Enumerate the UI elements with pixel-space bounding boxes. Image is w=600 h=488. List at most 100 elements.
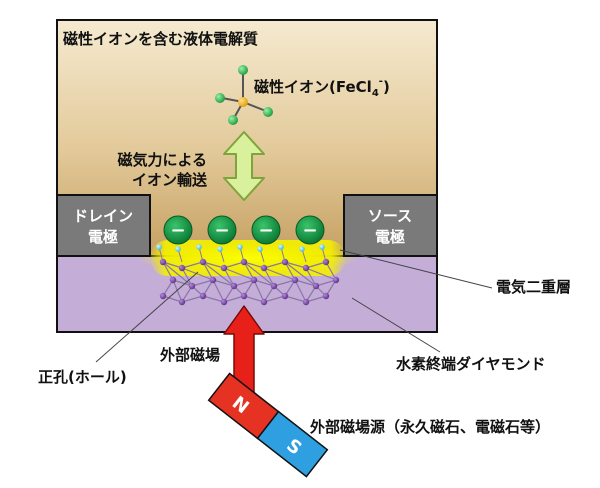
lattice-bond (223, 267, 255, 281)
ion-circle (295, 215, 325, 245)
source-label-line2: 電極 (375, 228, 405, 246)
lattice-bond (212, 279, 225, 303)
lattice-bond (253, 279, 265, 303)
drain-label-line2: 電極 (88, 228, 118, 246)
lattice-bond (243, 295, 265, 303)
hydrogen-atom (278, 244, 284, 250)
carbon-atom (178, 264, 186, 272)
carbon-atom (302, 264, 310, 272)
lattice-bond (162, 261, 183, 269)
transport-arrow-icon (223, 131, 265, 201)
magnet-source-label: 外部磁場源（永久磁石、電磁石等） (309, 418, 550, 436)
carbon-atom (178, 298, 186, 306)
carbon-atom (209, 276, 217, 284)
ion-circle (251, 215, 281, 245)
lattice-bond (263, 295, 286, 303)
double-layer-label: 電気二重層 (496, 278, 571, 296)
hydrogen-atom (156, 244, 162, 250)
hydrogen-atom (257, 246, 263, 252)
lattice-bond (253, 279, 275, 287)
lattice-bond (305, 267, 317, 287)
magnetic-ion-label: 磁性イオン(FeCl4-) (254, 76, 390, 99)
lattice-bond (172, 279, 193, 287)
hole-leader (95, 271, 199, 363)
lattice-bond (223, 267, 235, 287)
external-field-label: 外部磁場 (159, 346, 220, 364)
double-layer-leader (339, 249, 493, 289)
lattice-bond (223, 295, 245, 303)
lattice-bond (202, 295, 225, 303)
carbon-atom (220, 298, 228, 306)
lattice-bond (212, 279, 235, 287)
lattice-bond (172, 279, 183, 303)
lattice-bond (181, 267, 193, 287)
carbon-atom (270, 282, 278, 290)
carbon-atom (188, 282, 196, 290)
lattice-bond (181, 261, 204, 269)
lattice-bond (162, 261, 174, 281)
magnet-icon: N S (207, 372, 329, 478)
hydrogen-atom (237, 244, 243, 250)
hydrogen-atom (299, 246, 305, 252)
carbon-atom (260, 298, 268, 306)
transport-label-line2: イオン輸送 (132, 171, 208, 189)
lattice-bond (305, 295, 327, 303)
lattice-bond (294, 279, 307, 303)
source-electrode (343, 194, 438, 257)
carbon-atom (159, 292, 167, 300)
lattice-bond (202, 261, 235, 287)
lattice-bond (325, 261, 337, 281)
lattice-bond (263, 267, 296, 281)
hydrogen-atom (196, 244, 202, 250)
carbon-atom (199, 292, 207, 300)
ion: − (163, 215, 193, 245)
source-label-line1: ソース (368, 207, 412, 225)
ion-symbol: − (214, 220, 229, 241)
ion-symbol: − (258, 220, 273, 241)
carbon-atom (302, 298, 310, 306)
lattice-bond (202, 261, 225, 269)
lattice-bond (243, 261, 255, 281)
diamond-leader (351, 297, 441, 353)
lattice-bond (284, 261, 296, 281)
magnetic-field-arrow-icon (223, 305, 265, 393)
electrolyte-label: 磁性イオンを含む液体電解質 (63, 30, 258, 48)
carbon-atom (260, 264, 268, 272)
ion-circle (163, 215, 193, 245)
carbon-atom (230, 282, 238, 290)
lattice-bond (284, 261, 307, 269)
ion-symbol: − (302, 220, 317, 241)
lattice-bond (223, 261, 245, 269)
ion-circle (207, 215, 237, 245)
drain-electrode (56, 194, 151, 257)
ion: − (207, 215, 237, 245)
carbon-atom (240, 292, 248, 300)
carbon-atom (281, 292, 289, 300)
lattice-bond (284, 261, 317, 287)
ion: − (251, 215, 281, 245)
lattice-bond (284, 295, 307, 303)
carbon-atom (291, 276, 299, 284)
transport-label-line1: 磁気力による (117, 151, 207, 169)
carbon-atom (220, 264, 228, 272)
hydrogen-atom (217, 246, 223, 252)
ion-symbol: − (170, 220, 185, 241)
diamond-lattice (156, 244, 340, 306)
lattice-bond (243, 261, 275, 287)
carbon-atom (312, 282, 320, 290)
ion: − (295, 215, 325, 245)
lattice-bond (191, 279, 214, 287)
carbon-atom (332, 276, 340, 284)
carbon-atom (322, 292, 330, 300)
lattice-bond (202, 261, 214, 281)
fecl4-molecule-icon (215, 65, 273, 125)
carbon-atom (169, 276, 177, 284)
hydrogen-atom (175, 246, 181, 252)
hole-label: 正孔(ホール) (38, 368, 127, 386)
lattice-bond (181, 295, 204, 303)
lattice-bond (263, 261, 286, 269)
lattice-bond (243, 261, 265, 269)
ion-row: −−−− (163, 215, 325, 245)
drain-label-line1: ドレイン (73, 207, 133, 225)
carbon-atom (250, 276, 258, 284)
